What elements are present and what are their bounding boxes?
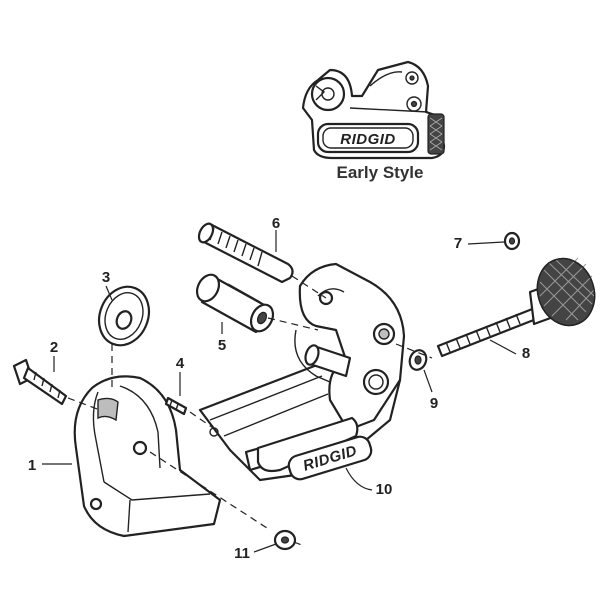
callout-6: 6 xyxy=(272,215,280,232)
part-3-cutter-wheel xyxy=(97,285,151,347)
part-2-bolt xyxy=(12,358,68,406)
callout-7: 7 xyxy=(454,235,462,252)
early-style-cutter-inset: RIDGID Early Style xyxy=(301,60,446,182)
main-logo-plate xyxy=(287,435,373,481)
callout-11: 11 xyxy=(234,545,250,562)
early-logo-text: RIDGID xyxy=(340,131,396,148)
part-4-small-pin xyxy=(164,396,188,416)
assembly-lines xyxy=(67,275,433,547)
part-10-main-frame: RIDGID xyxy=(198,262,406,482)
leader-lines xyxy=(42,230,517,553)
callout-1: 1 xyxy=(28,457,36,474)
callout-4: 4 xyxy=(176,355,185,372)
part-5-roller-sleeve xyxy=(195,273,275,334)
callout-5: 5 xyxy=(218,337,226,354)
callout-3: 3 xyxy=(102,269,110,286)
early-style-caption: Early Style xyxy=(337,163,424,182)
part-9-washer xyxy=(408,349,428,371)
part-7-e-clip xyxy=(503,231,521,251)
early-knurled-knob xyxy=(427,113,445,155)
part-6-feed-pin xyxy=(197,222,294,284)
callout-labels: 1 2 3 4 5 6 7 8 9 10 11 xyxy=(28,215,530,562)
callout-9: 9 xyxy=(430,395,438,412)
part-1-cutter-carriage xyxy=(73,375,222,538)
early-logo-plate xyxy=(316,122,420,154)
part-11-e-clip xyxy=(273,529,297,551)
early-cutter-wheel xyxy=(310,76,346,112)
callout-10: 10 xyxy=(376,481,393,498)
part-8-knurled-knob xyxy=(536,257,596,327)
callout-8: 8 xyxy=(522,345,530,362)
callout-2: 2 xyxy=(50,339,58,356)
